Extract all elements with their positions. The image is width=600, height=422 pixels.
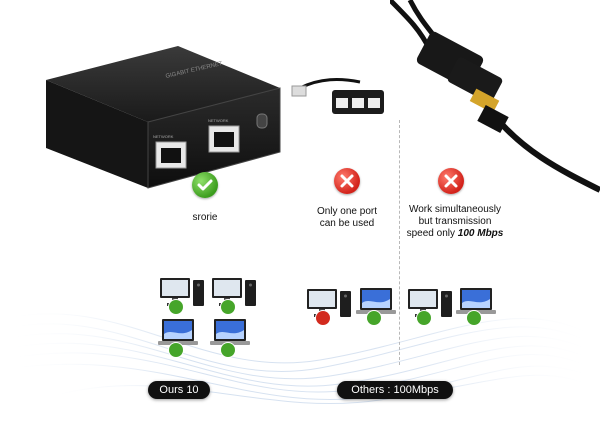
column-2-line-1: Only one port	[316, 206, 378, 217]
check-icon	[221, 300, 235, 314]
gigabit-splitter-device: GIGABIT ETHERNET NETWORK NETWORK	[46, 46, 281, 189]
column-3-line-1: Work simultaneously	[408, 204, 502, 215]
check-icon	[169, 300, 183, 314]
column-2-text: Only one port can be used	[300, 206, 394, 230]
port-label-2: NETWORK	[208, 118, 229, 123]
cross-icon	[334, 168, 360, 194]
column-3-text: Work simultaneously but transmission spe…	[400, 204, 510, 240]
column-2-line-2: can be used	[319, 218, 375, 229]
wave-background	[0, 313, 600, 405]
check-icon	[367, 311, 381, 325]
column-3-line-2: but transmission	[418, 216, 492, 227]
check-icon	[169, 343, 183, 357]
cross-icon	[316, 311, 330, 325]
others-badge: Others : 100Mbps	[337, 381, 453, 399]
ours-badge: Ours 10	[148, 381, 210, 399]
check-icon	[417, 311, 431, 325]
y-cable-splitter	[390, 0, 600, 193]
column-3-line-3: speed only 100 Mbps	[400, 228, 510, 240]
check-icon	[221, 343, 235, 357]
check-icon	[467, 311, 481, 325]
column-1-text: srorie	[192, 212, 218, 223]
check-icon	[192, 172, 218, 198]
column-divider	[399, 120, 400, 365]
column-3-line-3-prefix: speed only	[406, 228, 458, 239]
splitter-adapter	[291, 78, 384, 114]
cross-icon	[438, 168, 464, 194]
column-3-line-3-emph: 100 Mbps	[457, 228, 504, 239]
port-label-1: NETWORK	[153, 134, 174, 139]
